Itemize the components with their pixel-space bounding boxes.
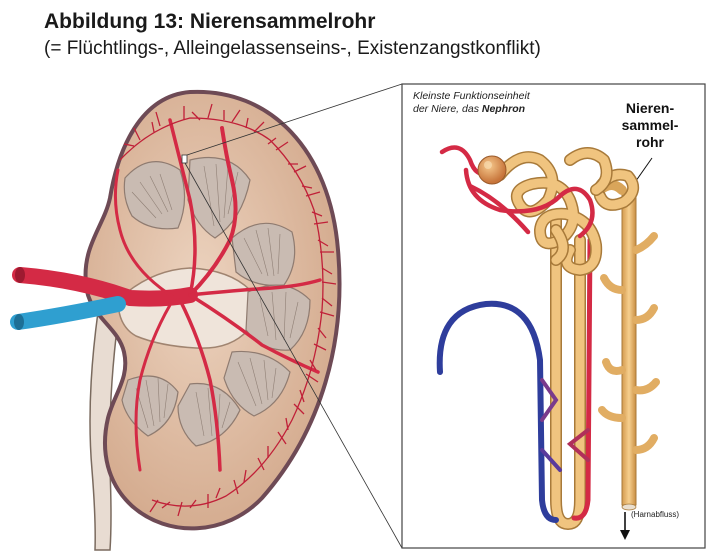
vasa-recta-artery	[571, 237, 593, 521]
loop-of-henle	[550, 209, 586, 531]
caption-nephron: Nephron	[481, 103, 526, 115]
renal-artery-opening	[15, 267, 25, 283]
caption-line-1: Kleinste Funktionseinheit	[413, 90, 530, 102]
vasa-recta-vein	[436, 300, 559, 523]
renal-vein	[10, 296, 126, 330]
convoluted-tubules	[494, 147, 640, 276]
inset-caption: Kleinste Funktionseinheit der Niere, das…	[413, 90, 530, 116]
outflow-label: (Harnabfluss)	[631, 510, 680, 519]
callout-line-top	[186, 83, 403, 156]
caption-line-2: der Niere, das Nephron	[413, 103, 526, 115]
renal-artery	[12, 118, 322, 472]
renal-vein-opening	[14, 314, 24, 330]
pyramid-striations	[131, 163, 299, 437]
collecting-duct-label: Nieren- sammel- rohr	[621, 100, 679, 150]
interlobular-arteries	[119, 103, 337, 517]
capillary-network	[540, 378, 590, 472]
callout-line-bottom	[184, 162, 403, 549]
outflow-arrow	[620, 512, 630, 540]
glomerulus	[477, 155, 507, 185]
figure-subtitle: (= Flüchtlings-, Alleingelassenseins-, E…	[44, 38, 541, 59]
nephron-location-marker	[181, 154, 188, 164]
figure-title: Abbildung 13: Nierensammelrohr	[44, 10, 376, 33]
